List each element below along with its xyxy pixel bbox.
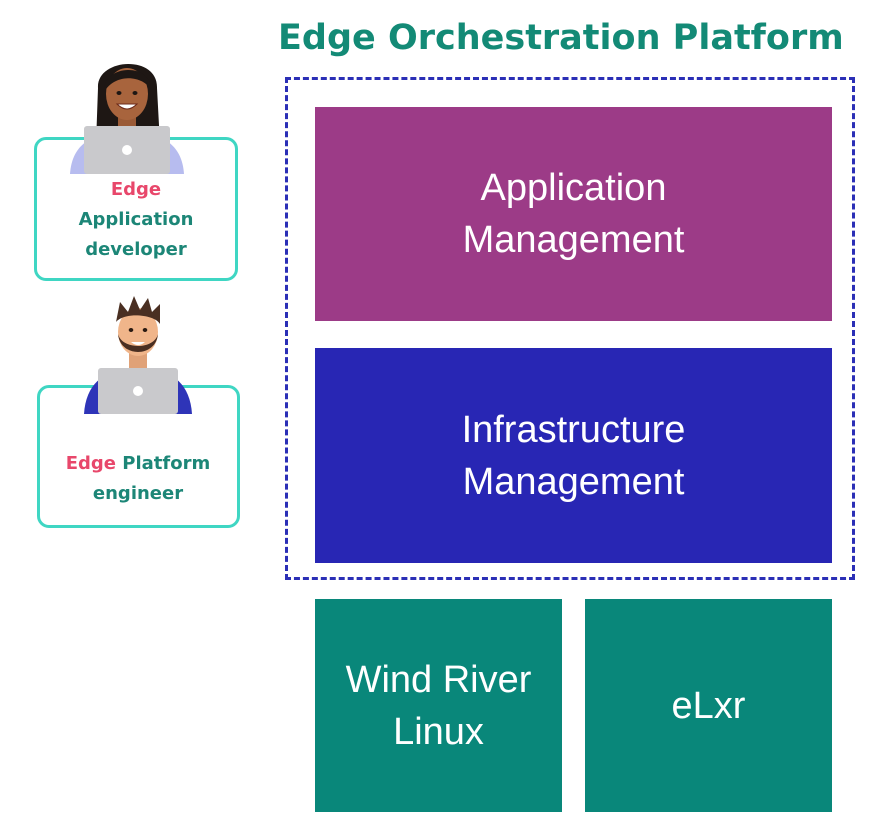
application-management-line2: Management <box>462 219 685 261</box>
wind-river-linux-line1: Wind River <box>345 658 532 701</box>
platform-boundary <box>285 77 855 580</box>
application-management-block: Application Management <box>315 107 832 321</box>
application-management-line1: Application <box>480 167 667 209</box>
woman-with-laptop-icon <box>70 63 184 174</box>
wind-river-linux-block: Wind River Linux <box>315 599 562 812</box>
developer-accent-word: Edge <box>110 179 162 200</box>
elxr-label: eLxr <box>671 684 746 727</box>
developer-persona-label: Edge Application developer <box>36 175 236 265</box>
man-with-laptop-icon <box>84 296 192 414</box>
wind-river-linux-line2: Linux <box>393 710 484 753</box>
elxr-block: eLxr <box>585 599 832 812</box>
platform-title: Edge Orchestration Platform <box>278 18 844 58</box>
infrastructure-management-block: Infrastructure Management <box>315 348 832 563</box>
developer-line3: developer <box>85 239 187 260</box>
engineer-rest-word: Platform <box>122 453 211 474</box>
infrastructure-management-line2: Management <box>462 460 685 503</box>
developer-line2: Application <box>78 209 194 230</box>
engineer-accent-word: Edge <box>65 453 117 474</box>
infrastructure-management-line1: Infrastructure <box>461 408 686 451</box>
engineer-persona-label: Edge Platform engineer <box>38 449 238 509</box>
engineer-line2: engineer <box>92 483 184 504</box>
